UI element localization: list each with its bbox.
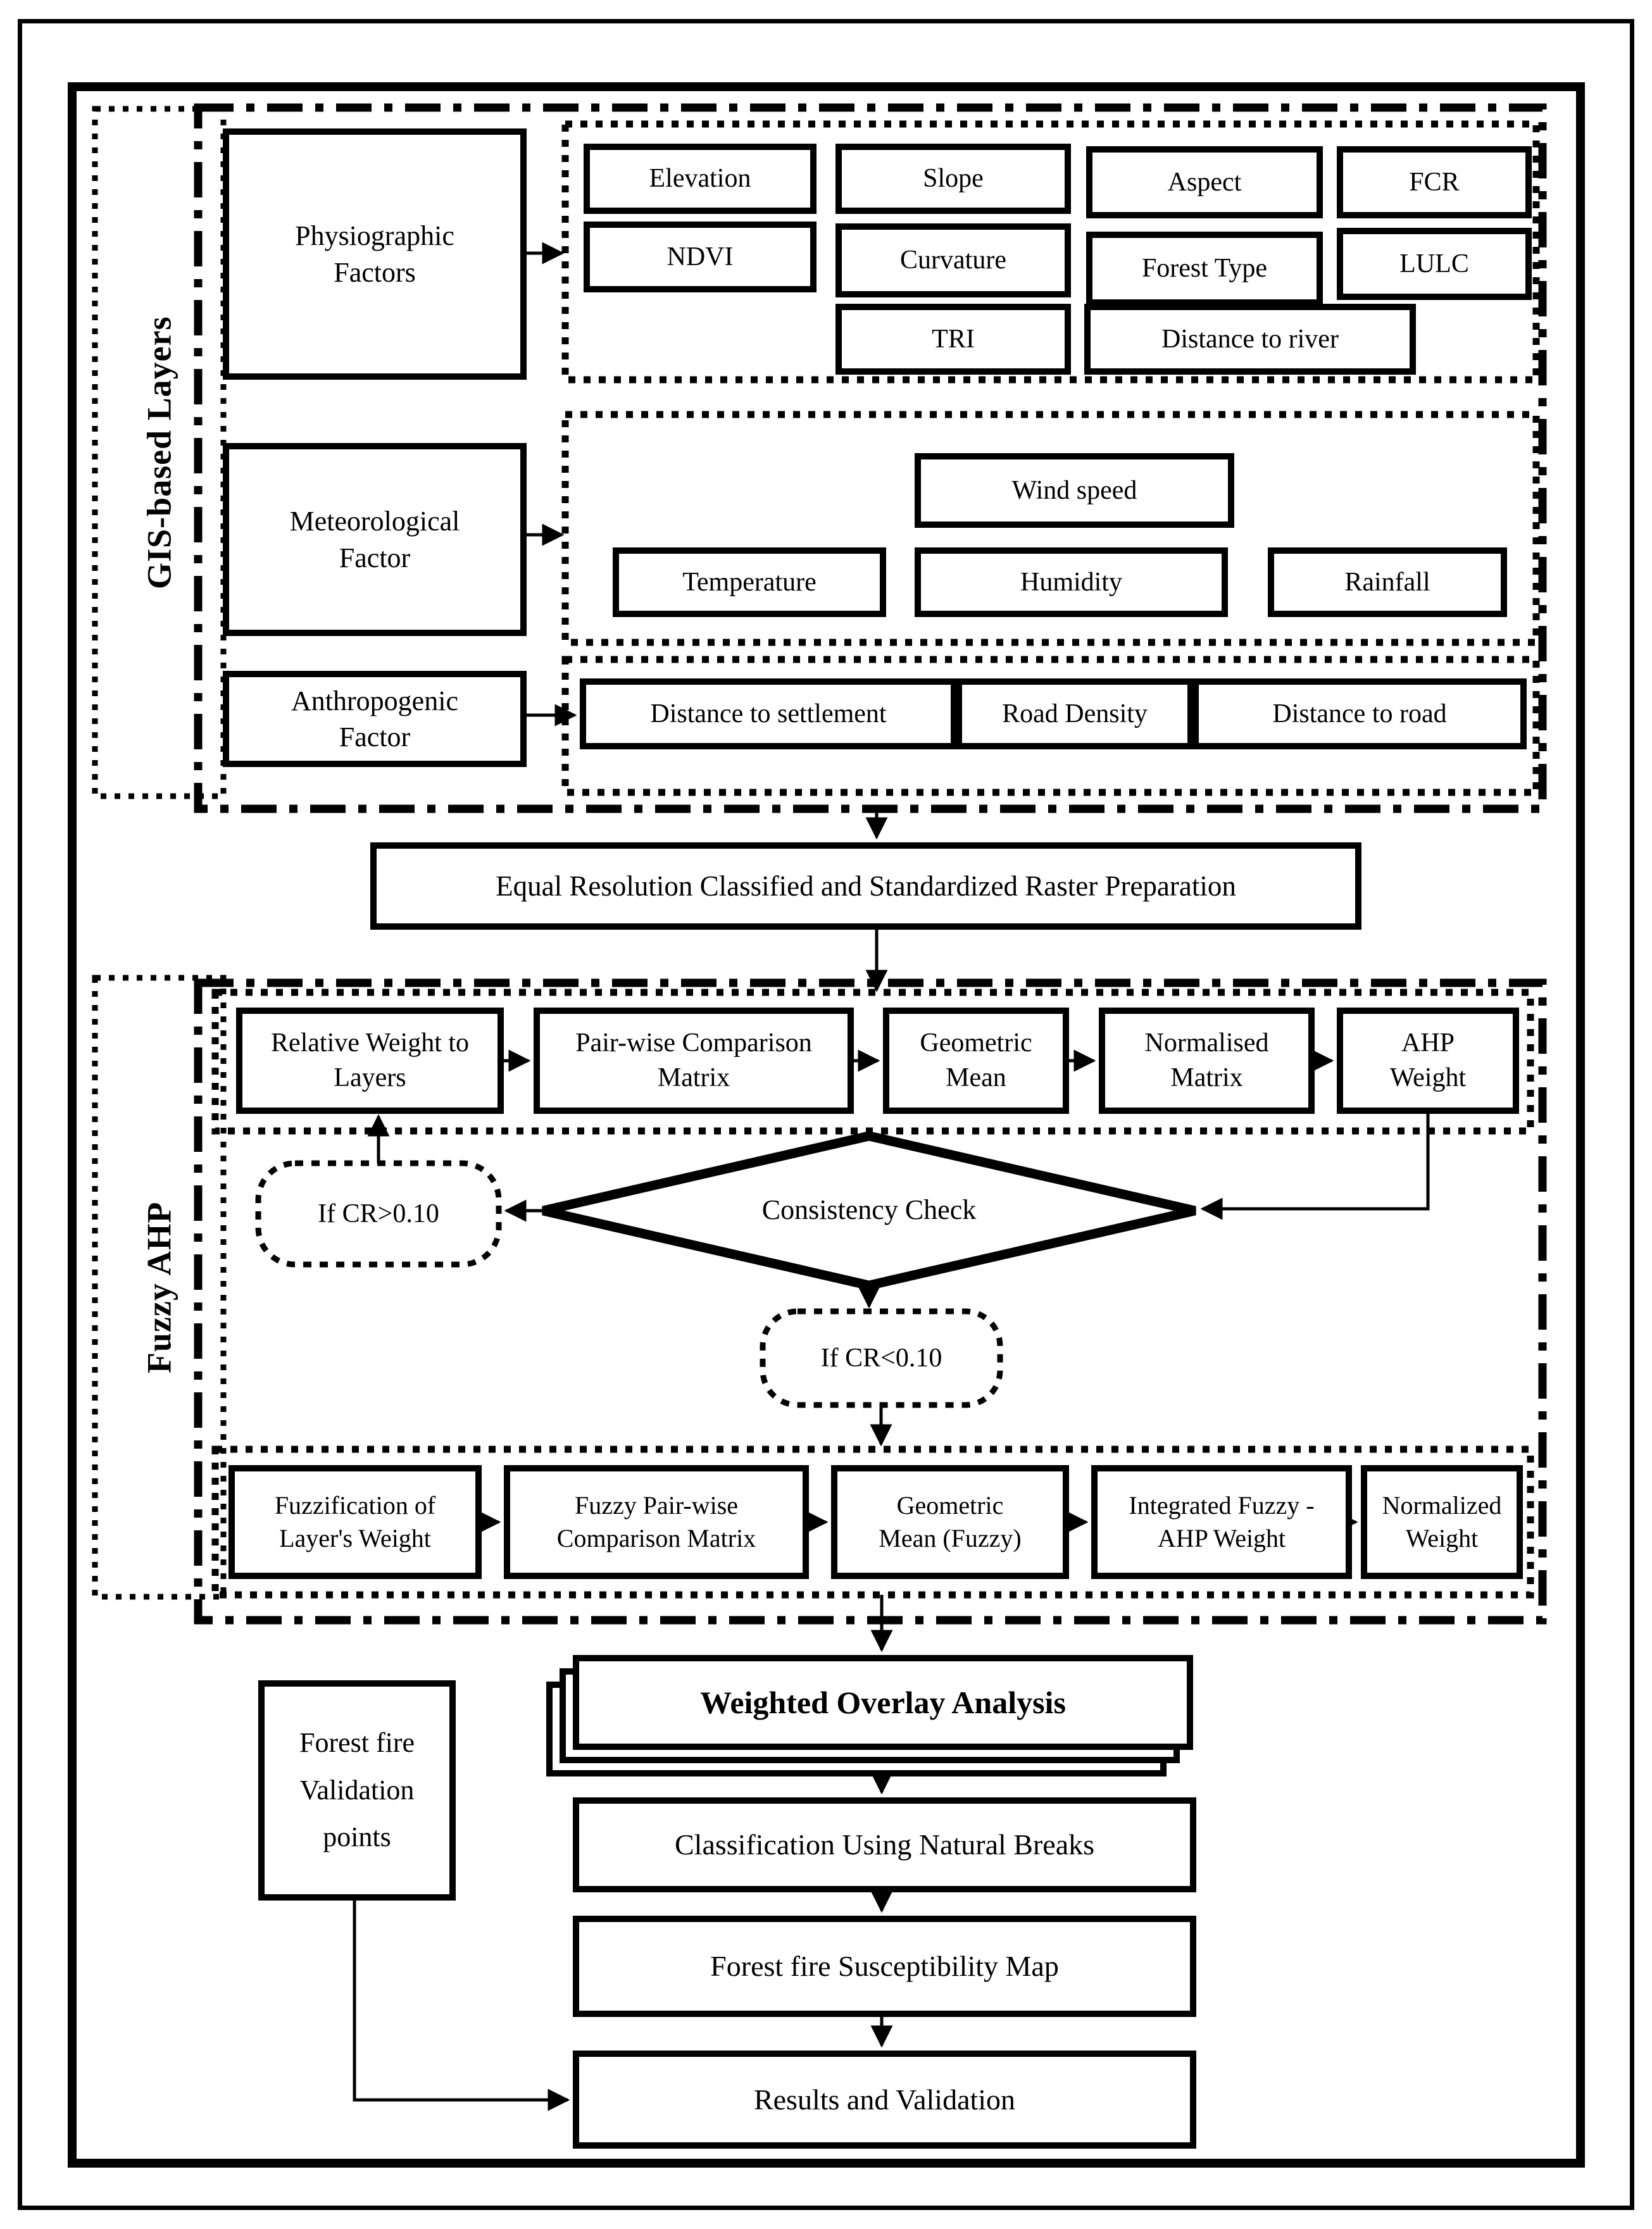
ahp-row-container <box>211 989 1534 1135</box>
box-aspect: Aspect <box>1086 146 1323 218</box>
fuzzy-label-box <box>92 975 227 1600</box>
outer-border <box>18 19 1634 2210</box>
box-pairwise-matrix: Pair-wise Comparison Matrix <box>534 1008 854 1114</box>
box-distance-to-road: Distance to road <box>1192 678 1527 749</box>
box-geometric-mean-fuzzy: Geometric Mean (Fuzzy) <box>831 1465 1069 1579</box>
arrow-validation-to-results <box>353 1901 570 2111</box>
box-ndvi: NDVI <box>584 222 817 292</box>
anthropogenic-items-container <box>561 656 1540 796</box>
box-ahp-weight: AHP Weight <box>1337 1008 1519 1114</box>
box-classification: Classification Using Natural Breaks <box>573 1797 1196 1892</box>
box-normalized-weight: Normalized Weight <box>1361 1465 1523 1579</box>
box-distance-to-river: Distance to river <box>1084 304 1416 375</box>
box-temperature: Temperature <box>613 547 886 617</box>
meteorological-items-container <box>561 411 1540 646</box>
cr-pass-label: If CR<0.10 <box>820 1343 942 1373</box>
box-fcr: FCR <box>1337 146 1532 218</box>
box-normalised-matrix: Normalised Matrix <box>1099 1008 1315 1114</box>
box-humidity: Humidity <box>915 547 1228 617</box>
box-raster-preparation: Equal Resolution Classified and Standard… <box>370 842 1361 930</box>
box-meteorological-factor: Meteorological Factor <box>223 443 527 636</box>
box-validation-points: Forest fire Validation points <box>258 1680 456 1901</box>
box-slope: Slope <box>835 144 1071 214</box>
box-integrated-fuzzy-ahp: Integrated Fuzzy -AHP Weight <box>1091 1465 1352 1579</box>
box-lulc: LULC <box>1337 228 1532 300</box>
box-fuzzy-pairwise-matrix: Fuzzy Pair-wise Comparison Matrix <box>504 1465 809 1579</box>
box-curvature: Curvature <box>835 223 1071 297</box>
fuzzy-row-container <box>211 1445 1534 1599</box>
inner-border <box>68 82 1585 2168</box>
box-elevation: Elevation <box>584 144 817 214</box>
box-forest-type: Forest Type <box>1086 232 1323 306</box>
box-distance-to-settlement: Distance to settlement <box>580 678 957 749</box>
consistency-check-label: Consistency Check <box>761 1194 977 1226</box>
box-fuzzification: Fuzzification of Layer's Weight <box>228 1465 482 1579</box>
box-road-density: Road Density <box>956 678 1194 749</box>
box-physiographic-factors: Physiographic Factors <box>223 128 527 380</box>
box-tri: TRI <box>835 304 1071 375</box>
gis-section-label: GIS-based Layers <box>140 316 178 589</box>
physiographic-items-container <box>561 120 1540 384</box>
box-wind-speed: Wind speed <box>915 453 1234 528</box>
arrow-ahp-weight-to-diamond <box>1200 1113 1430 1220</box>
box-susceptibility-map: Forest fire Susceptibility Map <box>573 1916 1196 2017</box>
fuzzy-section-label: Fuzzy AHP <box>140 1201 178 1373</box>
box-geometric-mean: Geometric Mean <box>883 1008 1069 1114</box>
box-anthropogenic-factor: Anthropogenic Factor <box>223 671 527 767</box>
consistency-check-diamond-shape <box>542 1131 1196 1290</box>
box-rainfall: Rainfall <box>1268 547 1507 617</box>
box-relative-weight: Relative Weight to Layers <box>236 1008 504 1114</box>
gis-label-box <box>92 106 227 799</box>
box-results-validation: Results and Validation <box>573 2051 1196 2149</box>
gis-section-dashdot-border <box>194 103 1547 813</box>
cr-fail-label: If CR>0.10 <box>318 1199 439 1228</box>
box-weighted-overlay: Weighted Overlay Analysis <box>573 1655 1193 1750</box>
